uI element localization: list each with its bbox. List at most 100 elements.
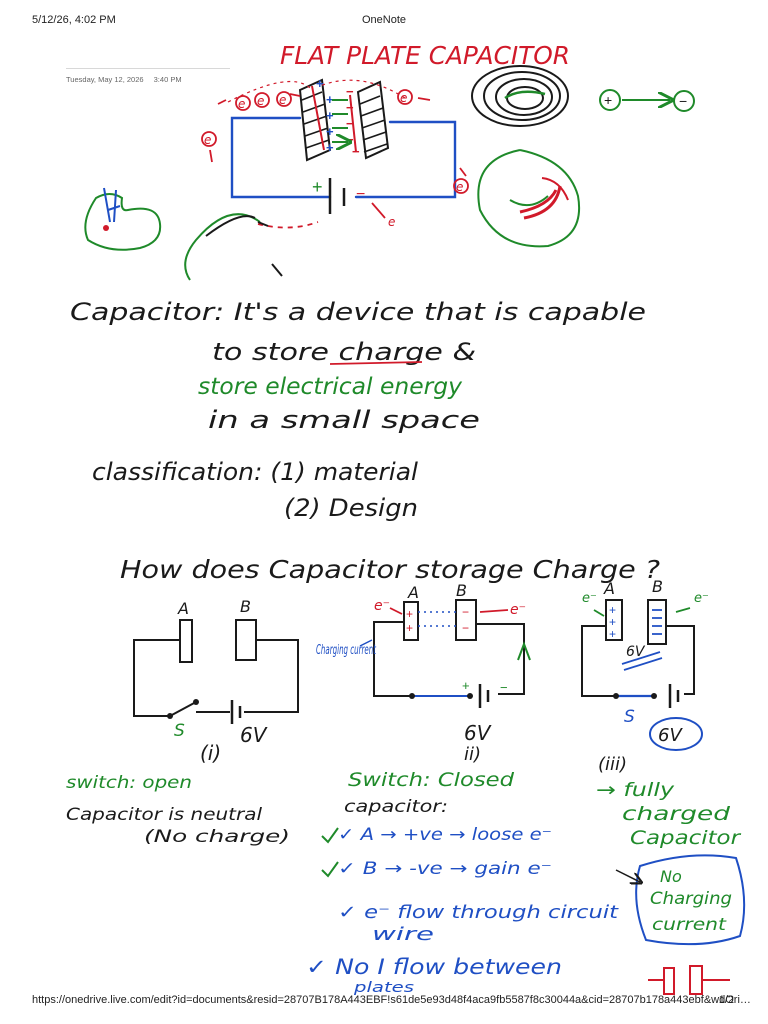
charge-blob-sketch	[84, 187, 162, 251]
svg-text:A: A	[407, 583, 419, 602]
svg-text:e: e	[238, 97, 245, 111]
svg-text:+: +	[326, 140, 334, 155]
svg-text:+: +	[406, 607, 413, 621]
green-loop-sketch	[477, 149, 581, 248]
svg-text:(i): (i)	[200, 741, 221, 765]
field-arrows	[332, 99, 348, 142]
fig2-note-A: ✓ A → +ve → loose e⁻	[338, 825, 552, 845]
svg-text:A: A	[177, 599, 189, 618]
fig2-note-noI: ✓ No I flow between	[306, 955, 562, 979]
battery-minus: −	[356, 186, 365, 203]
battery-plus: +	[312, 177, 323, 197]
svg-text:No: No	[660, 867, 682, 886]
svg-text:(iii): (iii)	[598, 754, 627, 775]
svg-text:−: −	[462, 605, 469, 619]
svg-text:−: −	[500, 680, 508, 695]
right-plate-hatch	[359, 95, 388, 153]
plus-to-minus-sketch: + −	[599, 89, 695, 112]
classification-line2: (2) Design	[284, 494, 418, 522]
circuit-ii: A B + + − − e⁻ e⁻ + − Charging current 6…	[316, 581, 531, 765]
no-charging-current-box: No Charging current	[615, 854, 746, 946]
fig1-note-switch: switch: open	[66, 773, 192, 793]
note-date: Tuesday, May 12, 2026	[66, 75, 144, 84]
fig2-note-B: ✓ B → -ve → gain e⁻	[338, 859, 552, 879]
svg-text:e⁻: e⁻	[510, 602, 526, 618]
electron-arrows	[209, 93, 467, 219]
print-url: https://onedrive.live.com/edit?id=docume…	[32, 994, 751, 1006]
svg-text:current: current	[652, 915, 728, 935]
classification-line1: classification: (1) material	[92, 458, 418, 486]
svg-text:−: −	[679, 93, 687, 109]
svg-text:6V: 6V	[240, 723, 268, 747]
plate-plus-marks: + + + + +	[316, 76, 334, 155]
svg-text:A: A	[603, 579, 615, 598]
svg-text:B: B	[456, 581, 467, 600]
svg-text:+: +	[406, 621, 413, 635]
fig3-note-fully: → fully	[596, 779, 675, 801]
black-arc-left	[205, 215, 283, 277]
svg-text:S: S	[174, 721, 185, 741]
svg-text:+: +	[609, 603, 616, 617]
svg-text:6V: 6V	[626, 644, 646, 660]
svg-text:e: e	[400, 91, 407, 105]
svg-text:+: +	[326, 124, 334, 139]
svg-text:Charging: Charging	[650, 889, 732, 909]
print-header: 5/12/26, 4:02 PM OneNote	[0, 14, 768, 30]
note-time: 3:40 PM	[153, 75, 182, 84]
top-circuit-wire	[230, 116, 457, 199]
print-page-number: 1/2	[718, 994, 734, 1006]
circuit-iii: A B + + + e⁻ e⁻ 6V S 6V (iii)	[581, 577, 709, 775]
bottom-right-plates-sketch	[648, 965, 730, 995]
svg-text:e: e	[456, 180, 463, 194]
svg-text:e: e	[279, 93, 286, 107]
svg-text:+: +	[462, 678, 470, 693]
left-plate	[298, 78, 332, 162]
print-app-title: OneNote	[361, 14, 407, 26]
svg-text:−: −	[352, 144, 360, 159]
print-footer: https://onedrive.live.com/edit?id=docume…	[0, 994, 768, 1010]
svg-text:6V: 6V	[658, 725, 683, 746]
fig2-note-plates: plates	[353, 980, 414, 996]
definition-line4: in a small space	[208, 406, 480, 434]
top-capacitor-diagram: + + + + + − − − − − + − e e e e	[201, 76, 469, 229]
charging-current-label: Charging current	[316, 643, 376, 658]
definition-line2: to store charge &	[212, 338, 476, 366]
fig2-note-flow: ✓ e⁻ flow through circuit	[338, 902, 619, 923]
svg-text:S: S	[624, 707, 635, 727]
svg-text:−: −	[346, 116, 354, 131]
definition-line3: store electrical energy	[198, 374, 462, 400]
right-plate	[356, 80, 390, 160]
svg-text:e⁻: e⁻	[694, 591, 709, 606]
svg-text:+: +	[609, 615, 616, 629]
svg-text:+: +	[326, 92, 334, 107]
checkmarks	[321, 827, 339, 878]
svg-text:e⁻: e⁻	[374, 598, 390, 614]
fig2-note-switch: Switch: Closed	[348, 769, 515, 791]
print-timestamp: 5/12/26, 4:02 PM	[32, 14, 116, 26]
svg-text:+: +	[316, 76, 324, 91]
svg-text:−: −	[346, 100, 354, 115]
top-battery	[328, 178, 346, 214]
spiral-sketch	[471, 65, 569, 127]
charge-underline	[329, 361, 423, 365]
note-meta: Tuesday, May 12, 2026 3:40 PM	[66, 68, 230, 84]
svg-text:+: +	[604, 92, 612, 108]
svg-text:B: B	[240, 597, 251, 616]
fig3-note-charged: charged	[622, 803, 731, 825]
svg-text:B: B	[652, 577, 663, 596]
circuit-i: A B S 6V (i)	[133, 597, 299, 765]
svg-text:+: +	[326, 108, 334, 123]
svg-text:−: −	[462, 621, 469, 635]
svg-text:e⁻: e⁻	[582, 591, 597, 606]
fig3-note-capacitor: Capacitor	[630, 827, 741, 849]
svg-text:e: e	[204, 133, 211, 147]
svg-text:6V: 6V	[464, 721, 492, 745]
fig2-note-capacitor: capacitor:	[344, 797, 448, 817]
electron-labels: e e e e e e e	[201, 89, 469, 229]
left-plate-hatch	[301, 91, 330, 149]
fig1-note-neutral: Capacitor is neutral	[66, 805, 262, 825]
fig2-note-wire: wire	[372, 924, 434, 945]
dashed-arc	[257, 221, 319, 229]
question-heading: How does Capacitor storage Charge ?	[120, 555, 660, 584]
